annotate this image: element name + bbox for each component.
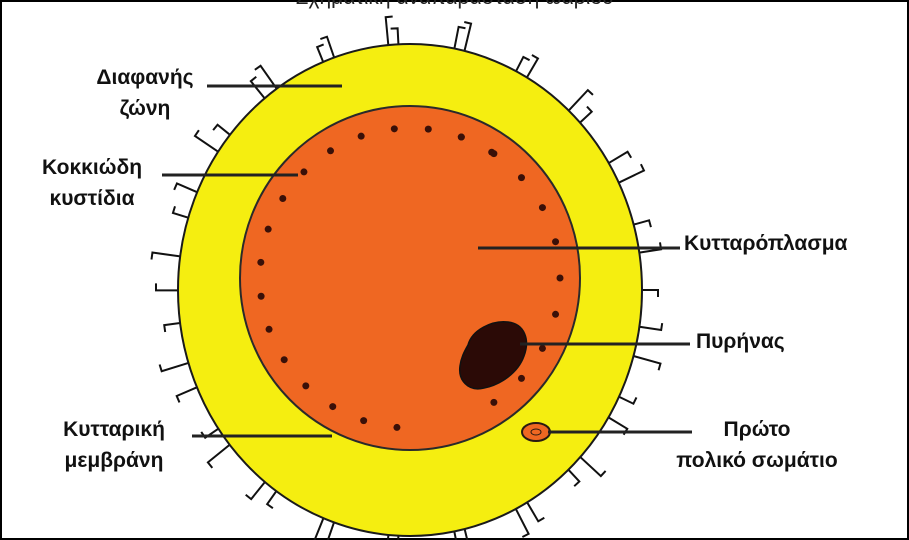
corona-hair xyxy=(156,283,178,290)
label-membrane-line1: Κυτταρική xyxy=(34,418,194,442)
label-granules-line1: Κοκκιώδη xyxy=(12,156,172,180)
corona-hair xyxy=(391,28,399,44)
granule-dot xyxy=(552,238,559,245)
corona-hair xyxy=(386,17,393,46)
figure-caption: Σχηματική αναπαράσταση ωαρίου xyxy=(0,0,909,10)
granule-dot xyxy=(393,424,400,431)
label-zona-line1: Διαφανής xyxy=(60,66,230,90)
granule-dot xyxy=(329,403,336,410)
corona-hair xyxy=(306,518,323,540)
label-cytoplasm: Κυτταρόπλασμα xyxy=(684,232,847,256)
corona-hair xyxy=(151,253,180,260)
corona-hair xyxy=(327,522,334,540)
label-polar-line1: Πρώτο xyxy=(652,418,862,442)
corona-hair xyxy=(164,323,180,332)
granule-dot xyxy=(327,147,334,154)
granule-dot xyxy=(425,126,432,133)
corona-hair xyxy=(246,482,265,499)
corona-hair xyxy=(516,509,529,537)
granule-dot xyxy=(360,417,367,424)
granule-dot xyxy=(539,204,546,211)
corona-hair xyxy=(267,491,276,508)
corona-hair xyxy=(320,37,334,58)
granule-dot xyxy=(257,259,264,266)
granule-dot xyxy=(518,375,525,382)
corona-hair xyxy=(177,387,197,402)
granule-dot xyxy=(552,311,559,318)
cytoplasm xyxy=(240,106,580,450)
corona-hair xyxy=(454,27,465,49)
label-polar-line2: πολικό σωμάτιο xyxy=(652,449,862,473)
corona-hair xyxy=(633,356,660,370)
label-polar-body: Πρώτο πολικό σωμάτιο xyxy=(652,418,862,473)
granule-dot xyxy=(265,226,272,233)
label-granules-line2: κυστίδια xyxy=(12,187,172,211)
corona-hair xyxy=(619,397,636,404)
corona-hair xyxy=(516,57,530,71)
corona-hair xyxy=(639,323,662,330)
corona-hair xyxy=(195,130,218,152)
corona-hair xyxy=(634,220,651,227)
corona-hair xyxy=(527,502,544,521)
granule-dot xyxy=(391,125,398,132)
label-cell-membrane: Κυτταρική μεμβράνη xyxy=(34,418,194,473)
label-cortical-granules: Κοκκιώδη κυστίδια xyxy=(12,156,172,211)
granule-dot xyxy=(557,275,564,282)
corona-hair xyxy=(527,55,538,78)
corona-hair xyxy=(317,44,323,61)
granule-dot xyxy=(358,133,365,140)
corona-hair xyxy=(642,290,658,297)
granule-dot xyxy=(258,293,265,300)
label-nucleus: Πυρήνας xyxy=(696,330,785,354)
corona-hair xyxy=(160,363,189,371)
corona-hair xyxy=(568,470,579,486)
corona-hair xyxy=(569,90,593,110)
corona-hair xyxy=(173,206,188,217)
granule-dot xyxy=(518,174,525,181)
corona-hair xyxy=(580,457,605,476)
label-zona-line2: ζώνη xyxy=(60,97,230,121)
corona-hair xyxy=(619,164,644,183)
granule-dot xyxy=(490,150,497,157)
granule-dot xyxy=(458,134,465,141)
granule-dot xyxy=(490,399,497,406)
granule-dot xyxy=(266,326,273,333)
corona-hair xyxy=(213,125,230,135)
granule-dot xyxy=(281,356,288,363)
corona-hair xyxy=(580,107,592,123)
polar-body-inner xyxy=(531,429,541,435)
corona-hair xyxy=(208,445,230,468)
corona-hair xyxy=(251,77,265,99)
corona-hair xyxy=(609,152,631,163)
corona-hair xyxy=(174,183,197,192)
label-zona-pellucida: Διαφανής ζώνη xyxy=(60,66,230,121)
granule-dot xyxy=(302,382,309,389)
corona-hair xyxy=(464,22,471,51)
granule-dot xyxy=(279,195,286,202)
granule-dot xyxy=(539,345,546,352)
label-membrane-line2: μεμβράνη xyxy=(34,449,194,473)
granule-dot xyxy=(300,168,307,175)
